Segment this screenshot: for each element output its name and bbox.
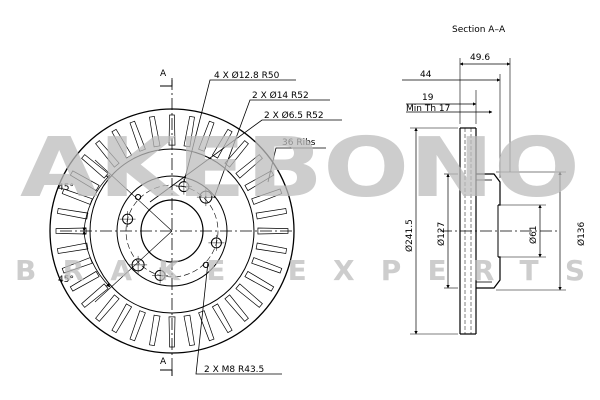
callout-bolt-holes: 4 X Ø12.8 R50 bbox=[214, 70, 280, 81]
leader-holes-14 bbox=[213, 99, 330, 199]
angle-label-upper: 45° bbox=[58, 183, 74, 193]
leader-bolt-holes bbox=[183, 79, 296, 183]
cooling-ribs bbox=[55, 114, 289, 348]
cooling-rib bbox=[251, 188, 283, 205]
angle-arc-lower bbox=[82, 230, 111, 288]
angle-ray-lower bbox=[94, 230, 173, 303]
dim-label-thickness: 19 bbox=[422, 93, 434, 103]
bolt-circle bbox=[125, 184, 219, 278]
cooling-rib bbox=[211, 128, 233, 159]
section-arrow-top bbox=[160, 80, 173, 87]
hat-profile-top bbox=[476, 173, 501, 206]
watermark-brand: AKEBONO bbox=[20, 121, 580, 216]
cooling-rib bbox=[257, 227, 289, 235]
cooling-rib bbox=[211, 303, 233, 334]
cooling-rib bbox=[235, 154, 263, 179]
section-arrow-bottom bbox=[160, 369, 173, 376]
cooling-rib bbox=[198, 310, 215, 342]
cooling-rib bbox=[56, 242, 89, 254]
cooling-rib bbox=[168, 316, 176, 348]
hat-outer-circle bbox=[116, 175, 228, 287]
cooling-rib bbox=[255, 208, 288, 220]
callout-ribs: 36 Ribs bbox=[282, 138, 316, 148]
cooling-rib bbox=[168, 114, 176, 146]
section-marker-bottom: A bbox=[160, 357, 167, 367]
angle-arc-upper bbox=[82, 174, 111, 232]
front-view bbox=[49, 78, 342, 376]
leader-holes-6-5 bbox=[149, 119, 342, 203]
cooling-rib bbox=[198, 120, 215, 152]
dim-label-outer-diameter: Ø241.5 bbox=[404, 219, 415, 252]
center-bore bbox=[140, 199, 204, 263]
section-marker-top: A bbox=[160, 69, 167, 79]
callout-holes-14: 2 X Ø14 R52 bbox=[252, 90, 309, 101]
section-title: Section A–A bbox=[452, 25, 506, 35]
cooling-rib bbox=[251, 257, 283, 274]
leader-thread bbox=[195, 261, 282, 375]
dim-label-min-thickness: Min Th 17 bbox=[406, 104, 450, 114]
cooling-rib bbox=[149, 314, 161, 347]
disc-outer-edge bbox=[49, 108, 295, 354]
cooling-rib bbox=[149, 115, 161, 148]
cooling-rib bbox=[95, 294, 120, 322]
leader-ribs bbox=[267, 147, 326, 183]
dim-label-inner-diameter-1: Ø127 bbox=[436, 222, 447, 246]
cooling-rib bbox=[81, 283, 109, 308]
section-view bbox=[402, 58, 566, 335]
cooling-rib bbox=[111, 303, 133, 334]
callout-holes-6-5: 2 X Ø6.5 R52 bbox=[264, 110, 324, 121]
cooling-rib bbox=[129, 310, 146, 342]
cooling-rib bbox=[95, 140, 120, 168]
cooling-rib bbox=[224, 140, 249, 168]
cooling-rib bbox=[129, 120, 146, 152]
dim-label-inner-diameter-2: Ø136 bbox=[576, 221, 587, 246]
cooling-rib bbox=[255, 242, 288, 254]
cooling-rib bbox=[183, 115, 195, 148]
dim-label-hat-height: 44 bbox=[420, 70, 432, 80]
dim-label-center-bore: Ø61 bbox=[528, 225, 539, 244]
cooling-rib bbox=[244, 270, 275, 292]
callout-thread: 2 X M8 R43.5 bbox=[204, 365, 264, 375]
angle-label-lower: 45° bbox=[58, 275, 74, 285]
angle-ray-upper bbox=[94, 159, 173, 232]
hole-6-5mm bbox=[202, 261, 209, 268]
cooling-rib bbox=[183, 314, 195, 347]
hat-profile-bottom bbox=[476, 256, 501, 289]
cooling-rib bbox=[244, 170, 275, 192]
dim-label-total-height: 49.6 bbox=[470, 53, 490, 63]
cooling-rib bbox=[224, 294, 249, 322]
cooling-rib bbox=[111, 128, 133, 159]
watermark-tagline: BRAKE EXPERTS bbox=[15, 254, 585, 287]
cooling-rib bbox=[235, 283, 263, 308]
